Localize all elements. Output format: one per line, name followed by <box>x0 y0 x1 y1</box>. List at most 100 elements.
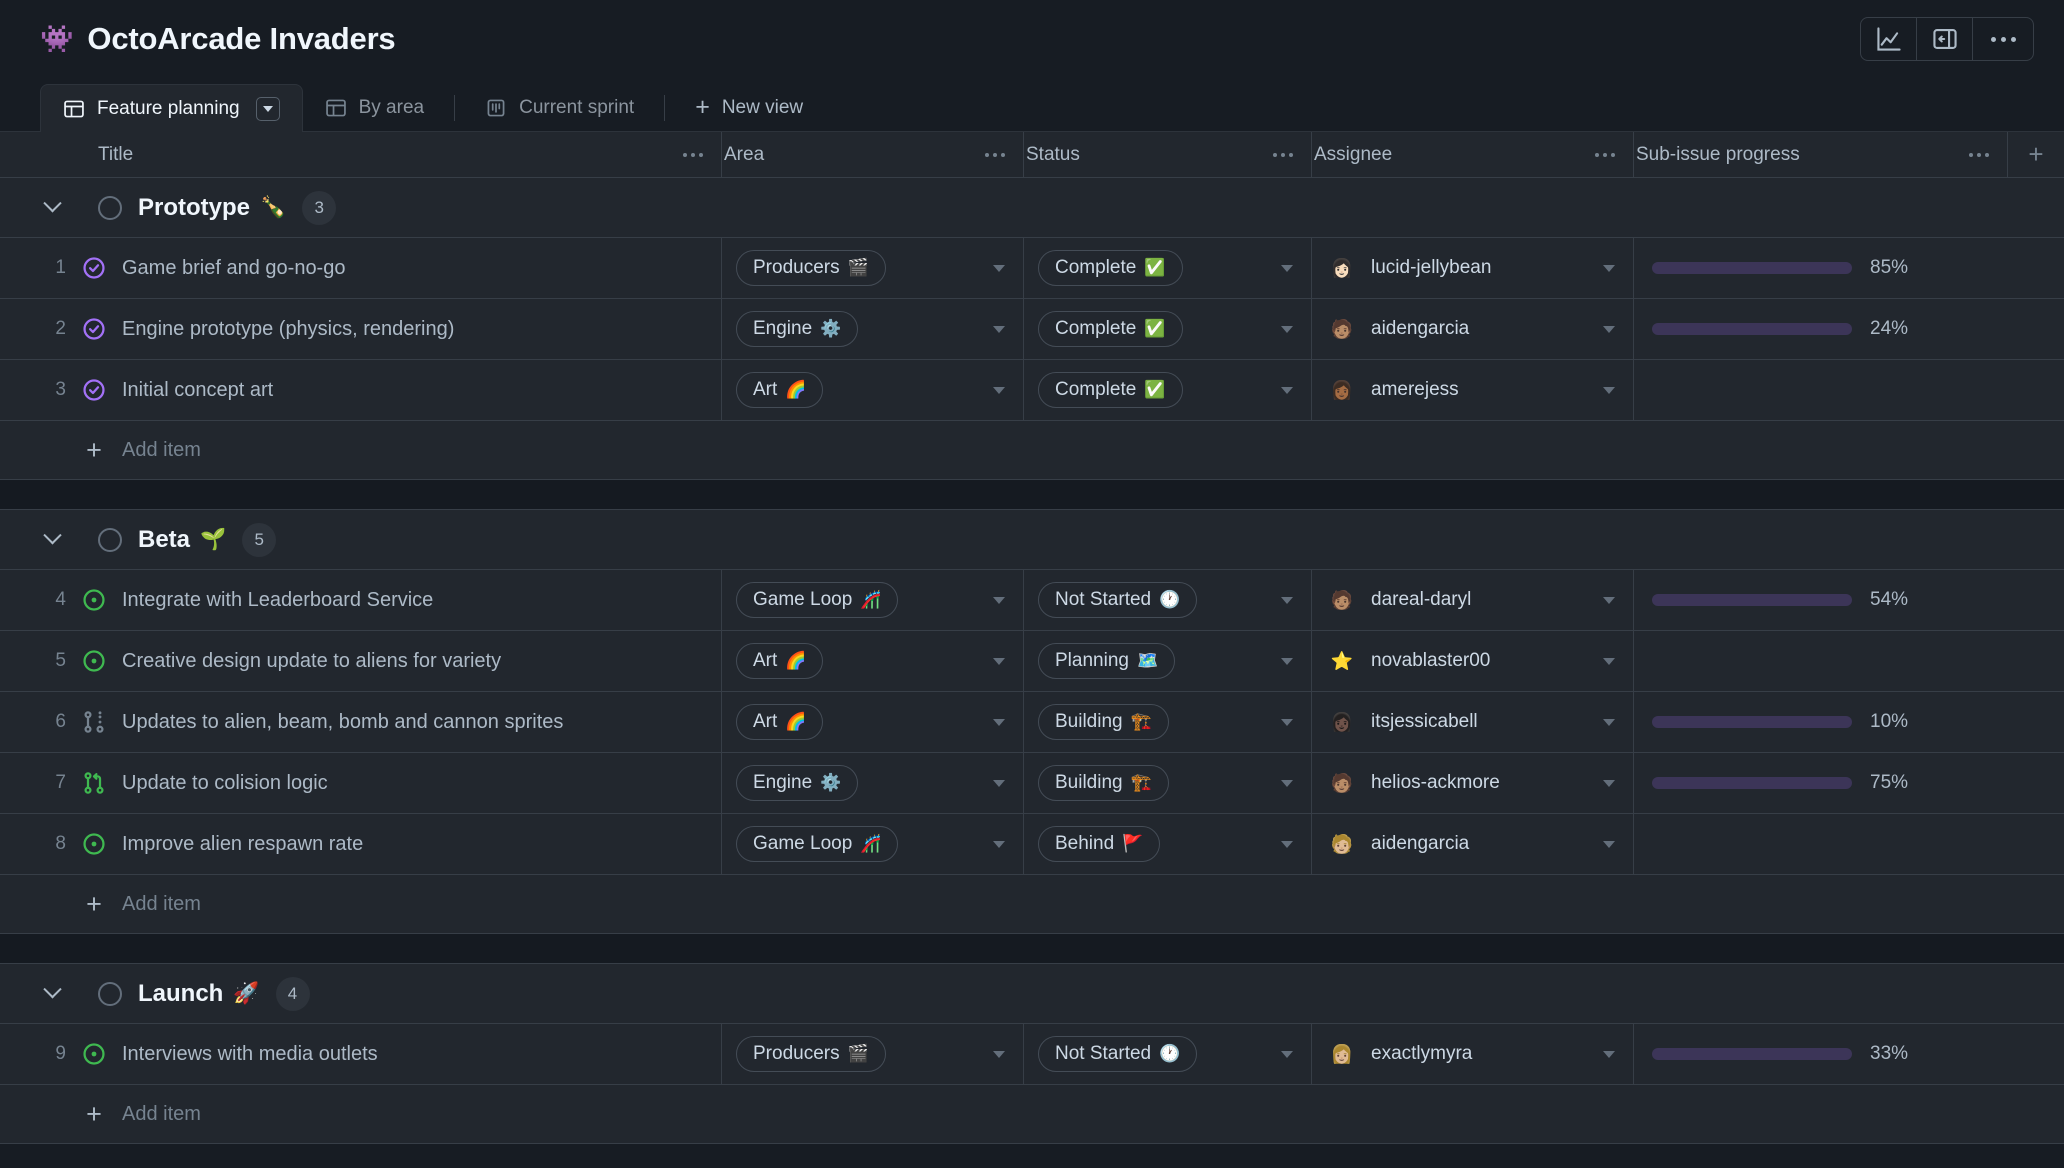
add-item-row[interactable]: + Add item <box>0 421 2064 480</box>
chevron-down-icon[interactable] <box>993 718 1005 726</box>
area-chip[interactable]: Producers 🎬 <box>736 1036 886 1072</box>
assignee[interactable]: 👩🏾 amerejess <box>1326 374 1459 406</box>
column-menu-icon[interactable] <box>985 152 1005 157</box>
column-header-assignee[interactable]: Assignee <box>1312 132 1634 177</box>
cell-area[interactable]: Art 🌈 <box>722 360 1024 420</box>
table-row[interactable]: 7 Update to colision logic Engine ⚙️ Bui… <box>0 753 2064 814</box>
group-header-prototype[interactable]: Prototype🍾 3 <box>0 178 2064 238</box>
chevron-down-icon[interactable] <box>993 657 1005 665</box>
table-row[interactable]: 1 Game brief and go-no-go Producers 🎬 Co… <box>0 238 2064 299</box>
add-item-row[interactable]: + Add item <box>0 875 2064 934</box>
cell-title[interactable]: 7 Update to colision logic <box>0 753 722 813</box>
cell-title[interactable]: 9 Interviews with media outlets <box>0 1024 722 1084</box>
table-row[interactable]: 4 Integrate with Leaderboard Service Gam… <box>0 570 2064 631</box>
column-header-title[interactable]: Title <box>0 132 722 177</box>
group-collapse-icon[interactable] <box>38 980 66 1008</box>
column-header-area[interactable]: Area <box>722 132 1024 177</box>
cell-status[interactable]: Building 🏗️ <box>1024 692 1312 752</box>
cell-assignee[interactable]: 🧑🏽 dareal-daryl <box>1312 570 1634 630</box>
tab-by-area[interactable]: By area <box>303 84 446 131</box>
sidebar-toggle-icon[interactable] <box>1917 18 1973 60</box>
status-chip[interactable]: Planning 🗺️ <box>1038 643 1176 679</box>
chevron-down-icon[interactable] <box>993 596 1005 604</box>
assignee[interactable]: ⭐ novablaster00 <box>1326 645 1491 677</box>
assignee[interactable]: 🧑🏽 aidengarcia <box>1326 313 1469 345</box>
area-chip[interactable]: Art 🌈 <box>736 372 824 408</box>
chevron-down-icon[interactable] <box>1281 718 1293 726</box>
assignee[interactable]: 🧑🏽 dareal-daryl <box>1326 584 1472 616</box>
cell-area[interactable]: Engine ⚙️ <box>722 299 1024 359</box>
add-column-button[interactable]: + <box>2028 139 2044 169</box>
area-chip[interactable]: Art 🌈 <box>736 704 824 740</box>
cell-area[interactable]: Art 🌈 <box>722 631 1024 691</box>
cell-progress[interactable]: 10% <box>1634 692 2008 752</box>
chevron-down-icon[interactable] <box>993 840 1005 848</box>
cell-assignee[interactable]: 👩🏼 exactlymyra <box>1312 1024 1634 1084</box>
cell-status[interactable]: Not Started 🕐 <box>1024 1024 1312 1084</box>
area-chip[interactable]: Engine ⚙️ <box>736 311 859 347</box>
chevron-down-icon[interactable] <box>1281 657 1293 665</box>
area-chip[interactable]: Game Loop 🎢 <box>736 826 899 862</box>
cell-area[interactable]: Producers 🎬 <box>722 1024 1024 1084</box>
status-chip[interactable]: Behind 🚩 <box>1038 826 1161 862</box>
cell-status[interactable]: Complete ✅ <box>1024 360 1312 420</box>
cell-title[interactable]: 2 Engine prototype (physics, rendering) <box>0 299 722 359</box>
chevron-down-icon[interactable] <box>993 779 1005 787</box>
cell-assignee[interactable]: 👩🏻 lucid-jellybean <box>1312 238 1634 298</box>
area-chip[interactable]: Game Loop 🎢 <box>736 582 899 618</box>
cell-title[interactable]: 5 Creative design update to aliens for v… <box>0 631 722 691</box>
status-chip[interactable]: Complete ✅ <box>1038 311 1183 347</box>
cell-title[interactable]: 6 Updates to alien, beam, bomb and canno… <box>0 692 722 752</box>
chevron-down-icon[interactable] <box>1281 264 1293 272</box>
cell-assignee[interactable]: 🧑🏼 aidengarcia <box>1312 814 1634 874</box>
chevron-down-icon[interactable] <box>993 325 1005 333</box>
column-menu-icon[interactable] <box>1969 152 1989 157</box>
cell-status[interactable]: Planning 🗺️ <box>1024 631 1312 691</box>
cell-progress[interactable]: 33% <box>1634 1024 2008 1084</box>
column-menu-icon[interactable] <box>1273 152 1293 157</box>
chevron-down-icon[interactable] <box>1281 596 1293 604</box>
chevron-down-icon[interactable] <box>1603 718 1615 726</box>
tab-feature-planning[interactable]: Feature planning <box>40 84 303 132</box>
group-collapse-icon[interactable] <box>38 194 66 222</box>
chevron-down-icon[interactable] <box>1281 386 1293 394</box>
status-chip[interactable]: Building 🏗️ <box>1038 765 1169 801</box>
assignee[interactable]: 👩🏿 itsjessicabell <box>1326 706 1478 738</box>
column-menu-icon[interactable] <box>683 152 703 157</box>
group-header-launch[interactable]: Launch🚀 4 <box>0 964 2064 1024</box>
cell-title[interactable]: 3 Initial concept art <box>0 360 722 420</box>
cell-progress[interactable] <box>1634 814 2008 874</box>
tab-current-sprint[interactable]: Current sprint <box>463 84 656 131</box>
chevron-down-icon[interactable] <box>1603 596 1615 604</box>
new-view-button[interactable]: + New view <box>673 84 825 131</box>
assignee[interactable]: 🧑🏽 helios-ackmore <box>1326 767 1500 799</box>
table-row[interactable]: 6 Updates to alien, beam, bomb and canno… <box>0 692 2064 753</box>
cell-progress[interactable]: 75% <box>1634 753 2008 813</box>
table-row[interactable]: 8 Improve alien respawn rate Game Loop 🎢… <box>0 814 2064 875</box>
table-row[interactable]: 3 Initial concept art Art 🌈 Complete ✅ <box>0 360 2064 421</box>
cell-status[interactable]: Not Started 🕐 <box>1024 570 1312 630</box>
chevron-down-icon[interactable] <box>993 386 1005 394</box>
table-row[interactable]: 2 Engine prototype (physics, rendering) … <box>0 299 2064 360</box>
table-row[interactable]: 9 Interviews with media outlets Producer… <box>0 1024 2064 1085</box>
chevron-down-icon[interactable] <box>1603 840 1615 848</box>
chevron-down-icon[interactable] <box>1603 657 1615 665</box>
chevron-down-icon[interactable] <box>1603 1050 1615 1058</box>
chevron-down-icon[interactable] <box>1281 1050 1293 1058</box>
group-header-beta[interactable]: Beta🌱 5 <box>0 510 2064 570</box>
cell-assignee[interactable]: 🧑🏽 aidengarcia <box>1312 299 1634 359</box>
chevron-down-icon[interactable] <box>993 264 1005 272</box>
cell-progress[interactable]: 54% <box>1634 570 2008 630</box>
chevron-down-icon[interactable] <box>1281 840 1293 848</box>
column-header-status[interactable]: Status <box>1024 132 1312 177</box>
cell-status[interactable]: Building 🏗️ <box>1024 753 1312 813</box>
group-collapse-icon[interactable] <box>38 526 66 554</box>
cell-title[interactable]: 8 Improve alien respawn rate <box>0 814 722 874</box>
cell-status[interactable]: Complete ✅ <box>1024 299 1312 359</box>
chevron-down-icon[interactable] <box>255 96 280 121</box>
cell-title[interactable]: 4 Integrate with Leaderboard Service <box>0 570 722 630</box>
assignee[interactable]: 🧑🏼 aidengarcia <box>1326 828 1469 860</box>
cell-area[interactable]: Game Loop 🎢 <box>722 814 1024 874</box>
cell-assignee[interactable]: ⭐ novablaster00 <box>1312 631 1634 691</box>
cell-area[interactable]: Producers 🎬 <box>722 238 1024 298</box>
